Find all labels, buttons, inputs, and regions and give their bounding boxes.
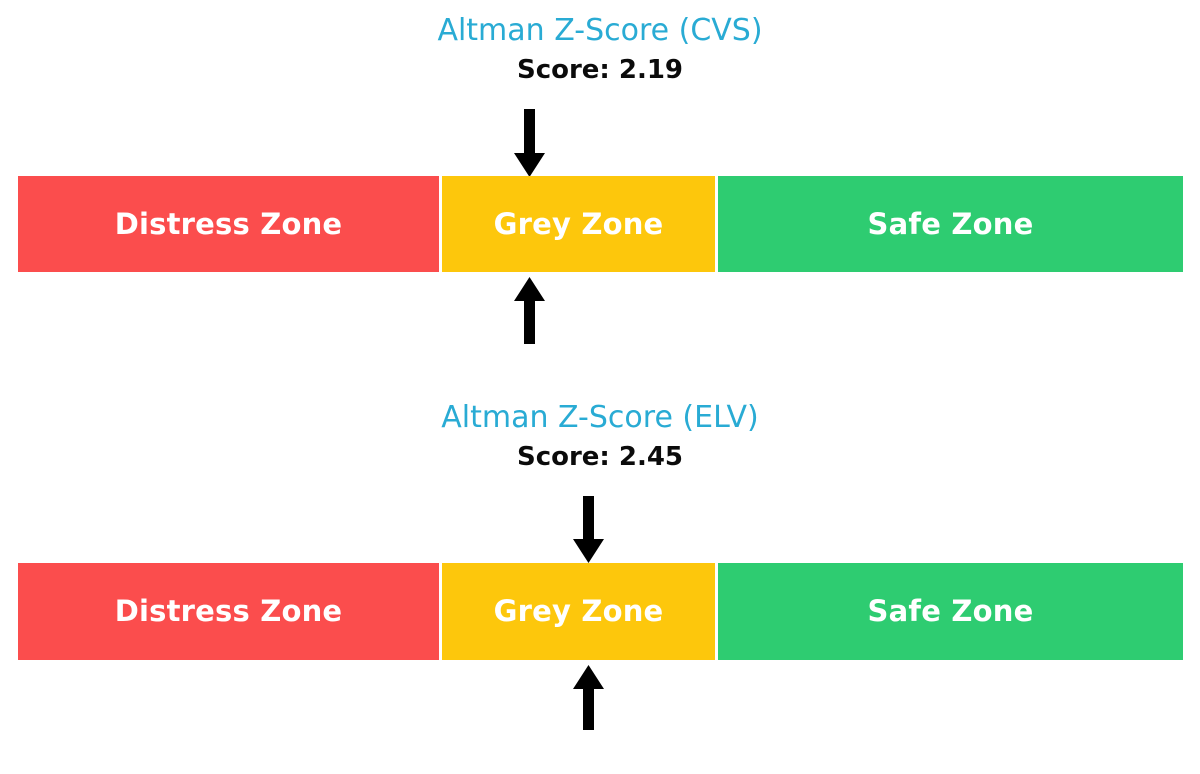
zone-label-grey-elv: Grey Zone [493, 594, 664, 628]
top-down-arrow-cvs [514, 109, 545, 177]
chart-block-cvs: Altman Z-Score (CVS) Score: 2.19 Distres… [0, 0, 1200, 360]
top-down-arrow-elv [573, 496, 604, 563]
zone-distress-elv[interactable]: Distress Zone [18, 563, 439, 660]
chart-score-elv: Score: 2.45 [516, 442, 684, 472]
zone-label-safe-cvs: Safe Zone [867, 206, 1034, 241]
zone-safe-cvs[interactable]: Safe Zone [718, 176, 1183, 272]
zone-grey-cvs[interactable]: Grey Zone [442, 176, 715, 272]
zone-label-distress-cvs: Distress Zone [114, 206, 343, 241]
zone-label-grey-cvs: Grey Zone [493, 206, 664, 241]
zone-bar-elv: Distress Zone Grey Zone Safe Zone [18, 563, 1183, 660]
zone-safe-elv[interactable]: Safe Zone [718, 563, 1183, 660]
bottom-up-arrow-elv [573, 665, 604, 730]
zone-label-distress-elv: Distress Zone [114, 594, 343, 628]
zone-bar-cvs: Distress Zone Grey Zone Safe Zone [18, 176, 1183, 272]
zone-grey-elv[interactable]: Grey Zone [442, 563, 715, 660]
chart-title-cvs: Altman Z-Score (CVS) [437, 13, 763, 48]
chart-block-elv: Altman Z-Score (ELV) Score: 2.45 Distres… [0, 388, 1200, 774]
bottom-up-arrow-cvs [514, 277, 545, 344]
zone-label-safe-elv: Safe Zone [867, 594, 1034, 628]
zone-distress-cvs[interactable]: Distress Zone [18, 176, 439, 272]
chart-title-elv: Altman Z-Score (ELV) [441, 400, 759, 435]
chart-score-cvs: Score: 2.19 [516, 55, 684, 85]
